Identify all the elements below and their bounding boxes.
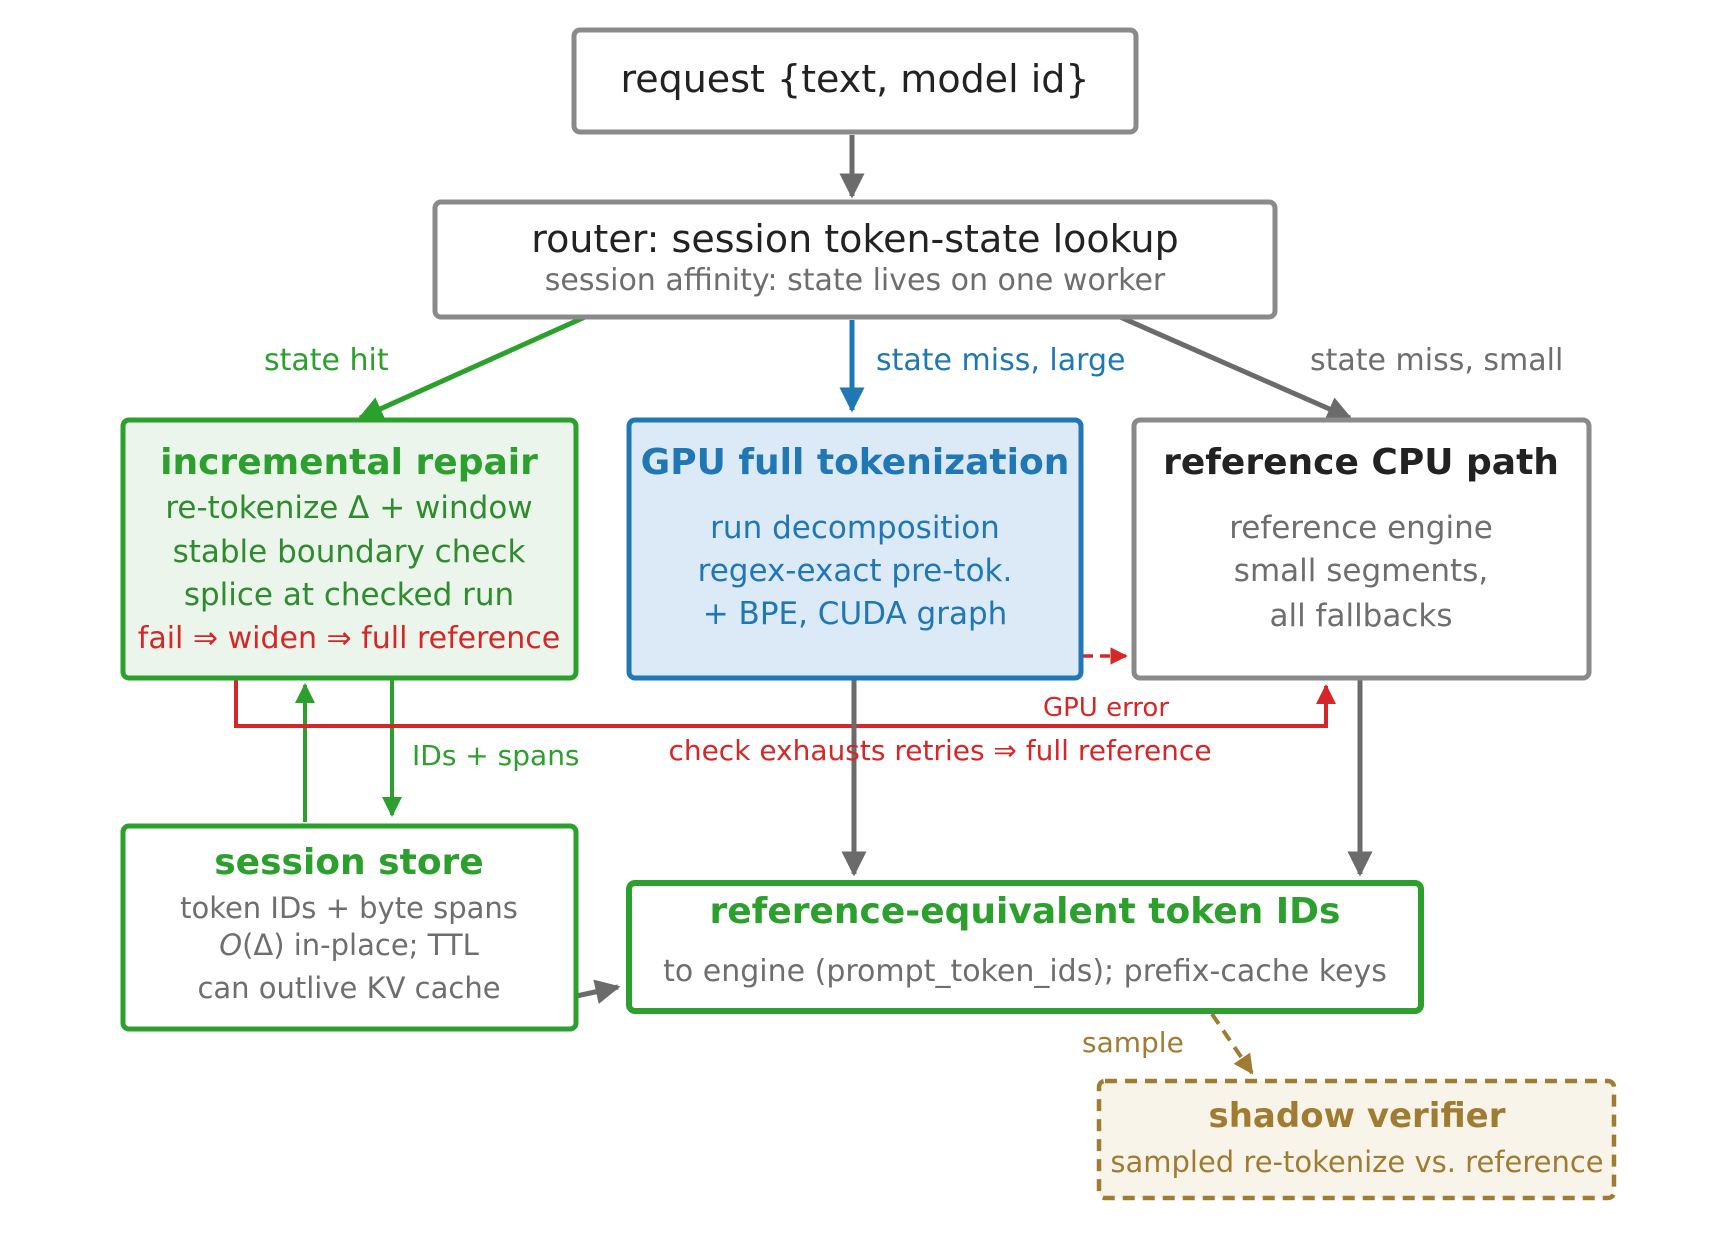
cpu-line-3: all fallbacks	[1269, 598, 1452, 634]
incremental-line-1: re-tokenize Δ + window	[165, 490, 532, 526]
session-store-line-2-rest: (Δ) in-place; TTL	[242, 928, 479, 962]
label-check-exhausts: check exhausts retries ⇒ full reference	[668, 734, 1211, 767]
gpu-title: GPU full tokenization	[641, 442, 1070, 483]
gpu-line-1: run decomposition	[710, 510, 1000, 546]
cpu-title: reference CPU path	[1163, 442, 1559, 483]
incremental-box	[120, 417, 579, 681]
label-ids-spans: IDs + spans	[412, 739, 580, 772]
router-box	[432, 199, 1278, 320]
router-title: router: session token-state lookup	[531, 217, 1178, 261]
incremental-fail-line: fail ⇒ widen ⇒ full reference	[138, 621, 560, 656]
node-incremental-repair: incremental repair re-tokenize Δ + windo…	[120, 417, 579, 681]
session-store-line-1: token IDs + byte spans	[180, 891, 518, 925]
shadow-subtitle: sampled re-tokenize vs. reference	[1110, 1145, 1603, 1179]
request-box	[571, 27, 1139, 135]
incremental-line-3: splice at checked run	[184, 577, 514, 613]
edge-output-to-shadow	[1210, 1012, 1254, 1075]
label-state-hit: state hit	[264, 343, 389, 378]
label-sample: sample	[1082, 1026, 1184, 1059]
node-reference-cpu-path: reference CPU path reference engine smal…	[1131, 417, 1592, 681]
node-reference-equivalent-ids: reference-equivalent token IDs to engine…	[626, 880, 1424, 1014]
incremental-line-2: stable boundary check	[173, 534, 526, 570]
output-box	[626, 880, 1424, 1014]
node-gpu-full-tokenization: GPU full tokenization run decomposition …	[626, 417, 1084, 681]
edge-check-exhausts-to-cpu	[234, 673, 1336, 728]
edge-router-to-incremental	[357, 314, 587, 421]
cpu-line-1: reference engine	[1229, 510, 1493, 546]
output-subtitle: to engine (prompt_token_ids); prefix-cac…	[663, 954, 1387, 989]
shadow-title: shadow verifier	[1208, 1096, 1505, 1136]
session-store-title: session store	[214, 842, 483, 883]
node-session-store: session store token IDs + byte spans O(Δ…	[120, 823, 579, 1032]
shadow-box	[1096, 1078, 1617, 1201]
edge-labels: state hit state miss, large state miss, …	[264, 343, 1563, 1059]
gpu-line-3: + BPE, CUDA graph	[703, 596, 1008, 632]
node-request: request {text, model id}	[571, 27, 1139, 135]
label-state-miss-small: state miss, small	[1310, 343, 1563, 378]
gpu-line-2: regex-exact pre-tok.	[698, 553, 1013, 589]
cpu-box	[1131, 417, 1592, 681]
node-shadow-verifier: shadow verifier sampled re-tokenize vs. …	[1096, 1078, 1617, 1201]
session-store-line-3: can outlive KV cache	[197, 971, 500, 1005]
incremental-title: incremental repair	[160, 442, 538, 483]
request-title: request {text, model id}	[620, 57, 1089, 101]
node-router: router: session token-state lookup sessi…	[432, 199, 1278, 320]
label-state-miss-large: state miss, large	[876, 343, 1125, 378]
session-store-box	[120, 823, 579, 1032]
big-o-symbol: O	[219, 928, 242, 962]
gpu-box	[626, 417, 1084, 681]
router-subtitle: session affinity: state lives on one wor…	[545, 263, 1166, 298]
label-gpu-error: GPU error	[1043, 693, 1169, 723]
session-store-line-2: O(Δ) in-place; TTL	[219, 928, 479, 962]
cpu-line-2: small segments,	[1234, 553, 1488, 589]
output-title: reference-equivalent token IDs	[710, 891, 1341, 932]
edge-router-to-cpu	[1118, 314, 1353, 421]
